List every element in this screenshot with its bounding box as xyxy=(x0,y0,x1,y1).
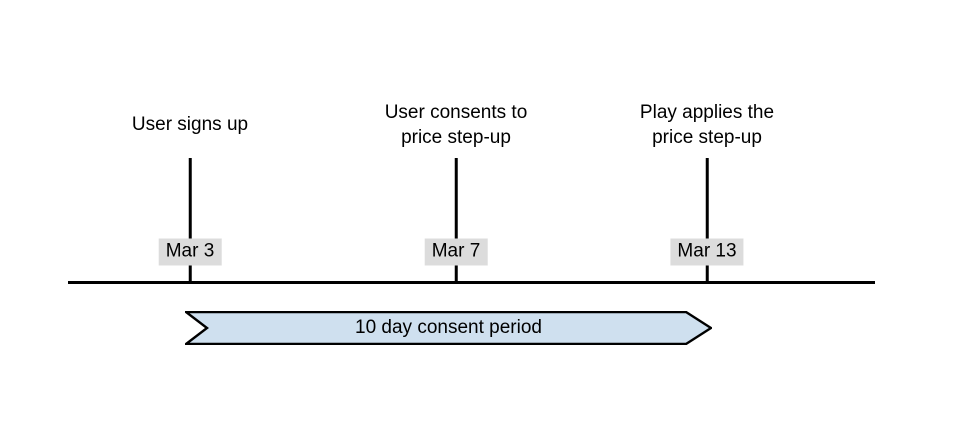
date-chip-2: Mar 7 xyxy=(424,238,488,266)
consent-period-banner: 10 day consent period xyxy=(185,311,712,345)
banner-arrow-shape xyxy=(185,311,712,345)
event-label-2: User consents to price step-up xyxy=(384,102,528,148)
date-chip-1: Mar 3 xyxy=(158,238,222,266)
timeline-axis xyxy=(68,281,875,284)
timeline-tick-2 xyxy=(454,158,458,283)
event-label-1: User signs up xyxy=(131,114,249,135)
date-chip-3: Mar 13 xyxy=(670,238,744,266)
timeline-tick-3 xyxy=(705,158,709,283)
event-label-3: Play applies the price step-up xyxy=(639,102,775,148)
consent-period-label: 10 day consent period xyxy=(355,317,542,338)
timeline-tick-1 xyxy=(188,158,192,283)
